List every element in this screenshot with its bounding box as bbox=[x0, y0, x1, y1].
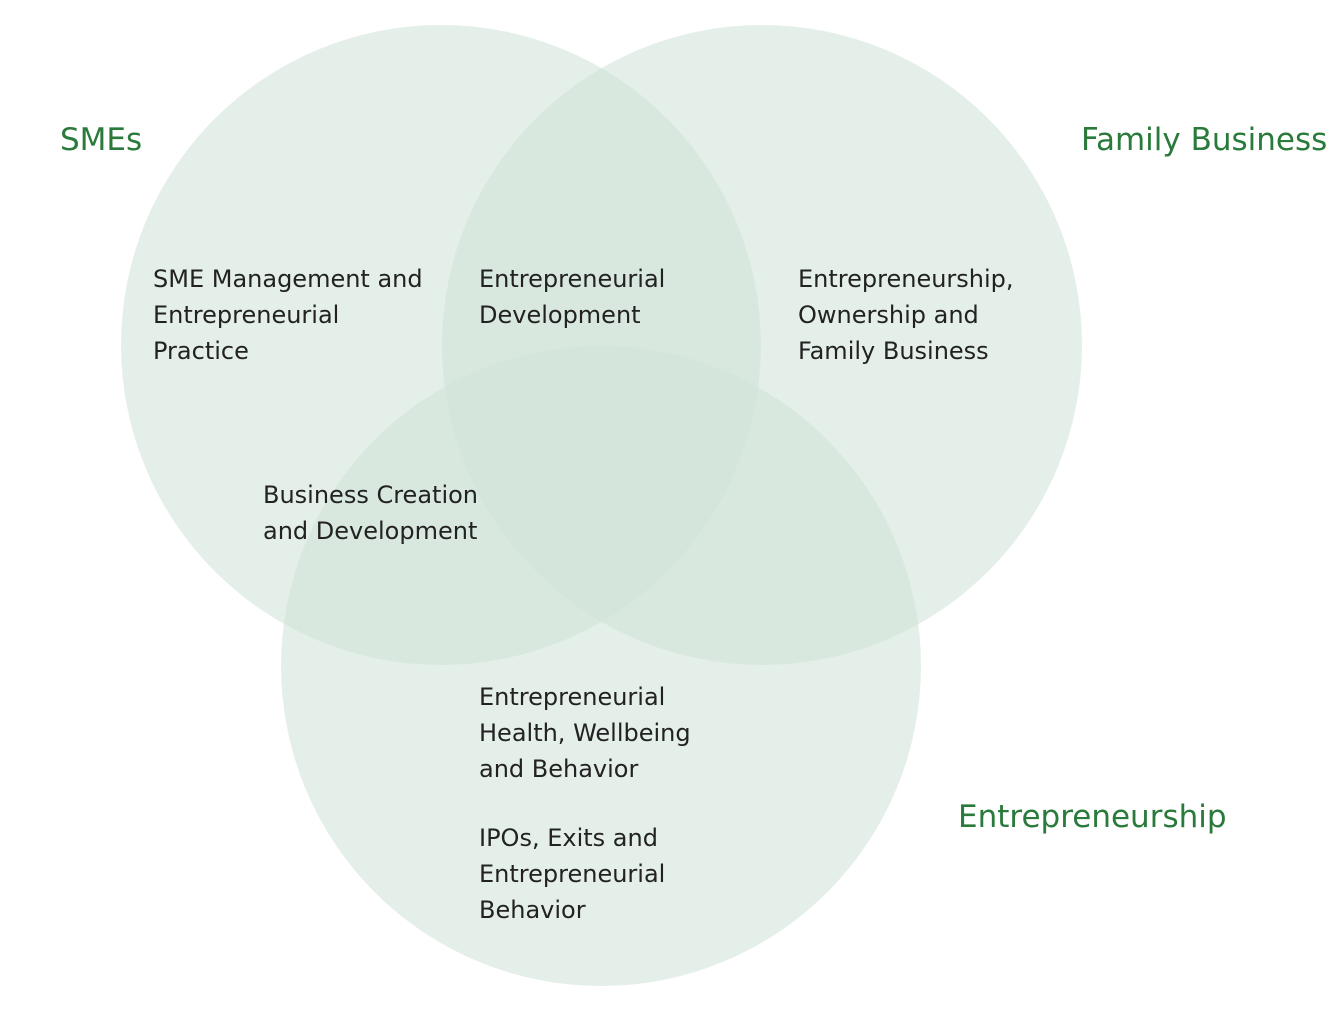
smes-set-label: SMEs bbox=[60, 122, 143, 158]
region-ipos-exits: IPOs, Exits and Entrepreneurial Behavior bbox=[479, 824, 666, 924]
region-entrepreneurial-health: Entrepreneurial Health, Wellbeing and Be… bbox=[479, 683, 691, 783]
region-sme-management: SME Management and Entrepreneurial Pract… bbox=[153, 265, 423, 365]
region-business-creation: Business Creation and Development bbox=[263, 481, 479, 545]
region-entrepreneurial-development: Entrepreneurial Development bbox=[479, 265, 666, 329]
family-business-set-label: Family Business bbox=[1081, 122, 1328, 158]
entrepreneurship-circle bbox=[281, 346, 921, 986]
region-family-business: Entrepreneurship, Ownership and Family B… bbox=[798, 265, 1014, 365]
entrepreneurship-set-label: Entrepreneurship bbox=[958, 799, 1227, 835]
